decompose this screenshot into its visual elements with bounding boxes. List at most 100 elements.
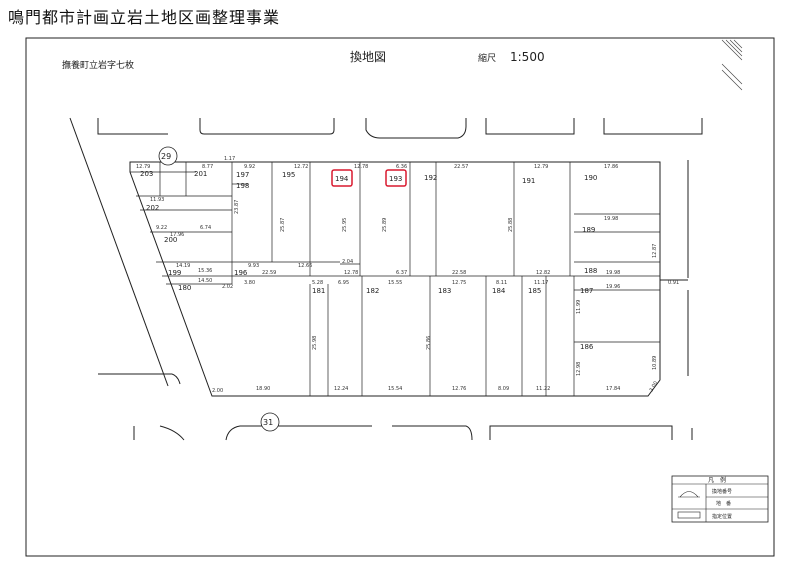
dimension-label: 11.93 — [150, 197, 164, 203]
dimension-label: 12.75 — [452, 280, 466, 286]
lot-192: 192 — [424, 174, 437, 182]
dimension-label: 17.96 — [170, 232, 184, 238]
dimension-label: 19.96 — [606, 284, 620, 290]
dimension-label: 12.78 — [344, 270, 358, 276]
lot-182: 182 — [366, 287, 379, 295]
dimension-label: 22.59 — [262, 270, 276, 276]
dimension-label: 8.09 — [498, 386, 509, 392]
dimension-label: 25.95 — [342, 218, 348, 232]
legend-title: 凡 例 — [708, 476, 726, 484]
lot-187: 187 — [580, 287, 593, 295]
dimension-label: 12.76 — [452, 386, 466, 392]
dimension-label: 6.37 — [396, 270, 407, 276]
lot-191: 191 — [522, 177, 535, 185]
lot-183: 183 — [438, 287, 451, 295]
location-label: 撫養町立岩字七枚 — [62, 59, 134, 71]
dimension-label: 9.92 — [244, 164, 255, 170]
east-road-edges — [660, 160, 689, 376]
legend-row-3: 指定位置 — [712, 513, 732, 520]
left-road — [69, 117, 181, 387]
dimension-label: 8.77 — [202, 164, 213, 170]
road-number-circle-north — [158, 146, 178, 166]
dimension-label: 10.89 — [652, 356, 658, 370]
highlight-box-194 — [331, 169, 353, 187]
dimension-label: 19.98 — [604, 216, 618, 222]
dimension-label: 14.50 — [198, 278, 212, 284]
lot-198: 198 — [236, 182, 249, 190]
dimension-label: 12.98 — [576, 362, 582, 376]
dimension-label: 2.04 — [342, 259, 353, 265]
dimension-label: 1.17 — [224, 156, 235, 162]
dimension-label: 11.17 — [534, 280, 548, 286]
dimension-label: 25.89 — [382, 218, 388, 232]
dimension-label: 17.84 — [606, 386, 620, 392]
legend-lot-symbol — [679, 491, 699, 498]
dimension-label: 9.93 — [248, 263, 259, 269]
dimension-label: 9.22 — [156, 225, 167, 231]
north-road-edges — [97, 118, 703, 139]
road-number-north: 29 — [161, 152, 171, 161]
dimension-label: 6.95 — [338, 280, 349, 286]
lot-numbers: 203 201 197 198 195 194 193 192 191 190 … — [140, 170, 597, 351]
dimension-labels: 12.79 8.77 1.17 9.92 12.72 12.78 6.36 22… — [136, 156, 679, 394]
dimension-label: 3.00 — [649, 380, 660, 393]
drawing-frame — [25, 37, 775, 557]
lot-201: 201 — [194, 170, 207, 178]
dimension-label: 22.57 — [454, 164, 468, 170]
dimension-label: 15.36 — [198, 268, 212, 274]
lot-180: 180 — [178, 284, 191, 292]
lot-190: 190 — [584, 174, 597, 182]
south-road-edges — [133, 425, 693, 441]
legend-row-2: 地 番 — [716, 500, 731, 507]
dimension-label: 6.36 — [396, 164, 407, 170]
dimension-label: 17.86 — [604, 164, 618, 170]
lot-189: 189 — [582, 226, 595, 234]
dimension-label: 12.79 — [136, 164, 150, 170]
lot-186: 186 — [580, 343, 594, 351]
lot-203: 203 — [140, 170, 153, 178]
dimension-label: 18.90 — [256, 386, 270, 392]
dimension-label: 12.72 — [294, 164, 308, 170]
dimension-label: 8.11 — [496, 280, 507, 286]
dimension-label: 22.58 — [452, 270, 466, 276]
dimension-label: 11.99 — [576, 300, 582, 314]
lot-lines — [130, 162, 660, 396]
lot-184: 184 — [492, 287, 506, 295]
lot-195: 195 — [282, 171, 295, 179]
dimension-label: 11.22 — [536, 386, 550, 392]
dimension-label: 5.28 — [312, 280, 323, 286]
lot-193: 193 — [389, 175, 402, 183]
hatch-mark — [721, 39, 743, 91]
lot-199: 199 — [168, 269, 181, 277]
scale-label: 縮尺 — [478, 52, 496, 64]
dimension-label: 25.88 — [508, 218, 514, 232]
lot-197: 197 — [236, 171, 249, 179]
dimension-label: 23.87 — [234, 200, 240, 214]
lot-194: 194 — [335, 175, 349, 183]
dimension-label: 12.79 — [534, 164, 548, 170]
road-number-south: 31 — [263, 418, 273, 427]
dimension-label: 12.82 — [536, 270, 550, 276]
dimension-label: 6.74 — [200, 225, 211, 231]
lot-188: 188 — [584, 267, 597, 275]
dimension-label: 2.02 — [222, 284, 233, 290]
dimension-label: 12.66 — [298, 263, 312, 269]
dimension-label: 2.00 — [212, 388, 223, 394]
scale-value: 1:500 — [510, 50, 545, 64]
dimension-label: 25.98 — [312, 336, 318, 350]
legend-row-1: 換地番号 — [712, 488, 732, 495]
dimension-label: 0.91 — [668, 280, 679, 286]
lot-181: 181 — [312, 287, 325, 295]
legend-position-symbol — [677, 511, 701, 519]
dimension-label: 12.87 — [652, 244, 658, 258]
map-title: 換地図 — [350, 50, 386, 64]
dimension-label: 25.86 — [426, 336, 432, 350]
dimension-label: 14.19 — [176, 263, 190, 269]
dimension-label: 19.98 — [606, 270, 620, 276]
header-title: 鳴門都市計画立岩土地区画整理事業 — [8, 8, 281, 27]
lot-185: 185 — [528, 287, 541, 295]
legend-box: 凡 例 換地番号 地 番 指定位置 — [671, 475, 769, 523]
lot-200: 200 — [164, 236, 177, 244]
dimension-label: 15.55 — [388, 280, 402, 286]
